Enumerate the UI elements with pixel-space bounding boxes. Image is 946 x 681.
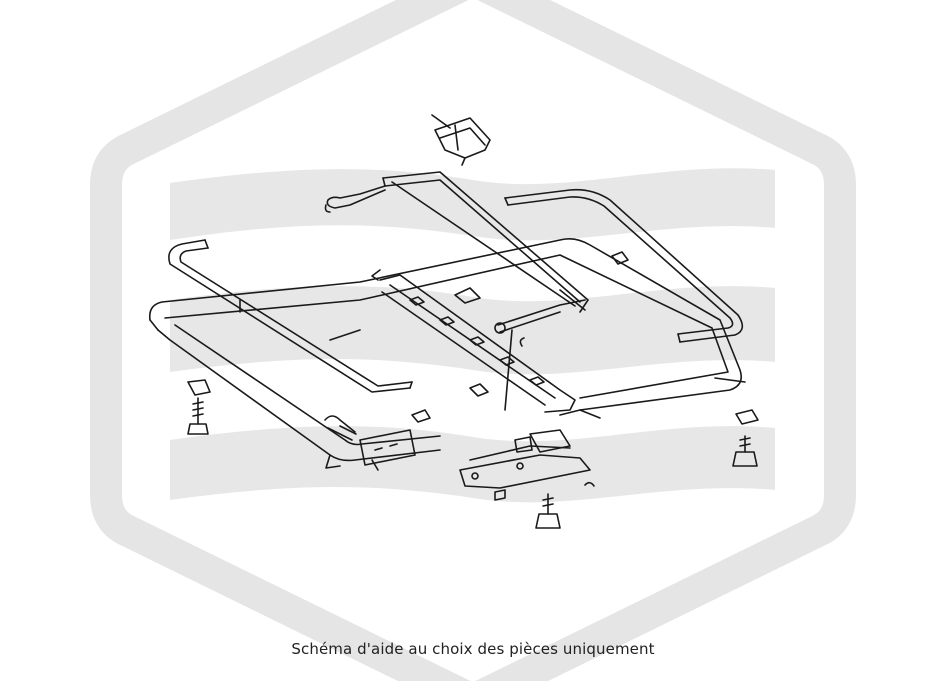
center-drive-rail bbox=[371, 269, 576, 413]
small-clips bbox=[411, 251, 629, 423]
wave-band-bottom bbox=[170, 426, 775, 503]
sunroof-frame bbox=[148, 238, 746, 469]
mounting-plate bbox=[359, 429, 416, 471]
left-seal-rail bbox=[168, 239, 413, 393]
rear-clip bbox=[431, 114, 491, 166]
pivot-link bbox=[494, 299, 586, 411]
center-screw bbox=[535, 493, 561, 529]
diagram-disclaimer-caption: Schéma d'aide au choix des pièces unique… bbox=[291, 640, 655, 658]
right-seal-rail bbox=[504, 188, 744, 343]
drive-bracket bbox=[459, 429, 595, 501]
wave-band-middle bbox=[170, 286, 775, 375]
frame-bolt bbox=[324, 415, 357, 441]
hexagon-outline bbox=[90, 0, 856, 681]
left-screw bbox=[187, 379, 211, 435]
right-screw bbox=[732, 409, 759, 467]
front-guide-rail bbox=[324, 171, 589, 313]
wave-band-top bbox=[170, 168, 775, 241]
